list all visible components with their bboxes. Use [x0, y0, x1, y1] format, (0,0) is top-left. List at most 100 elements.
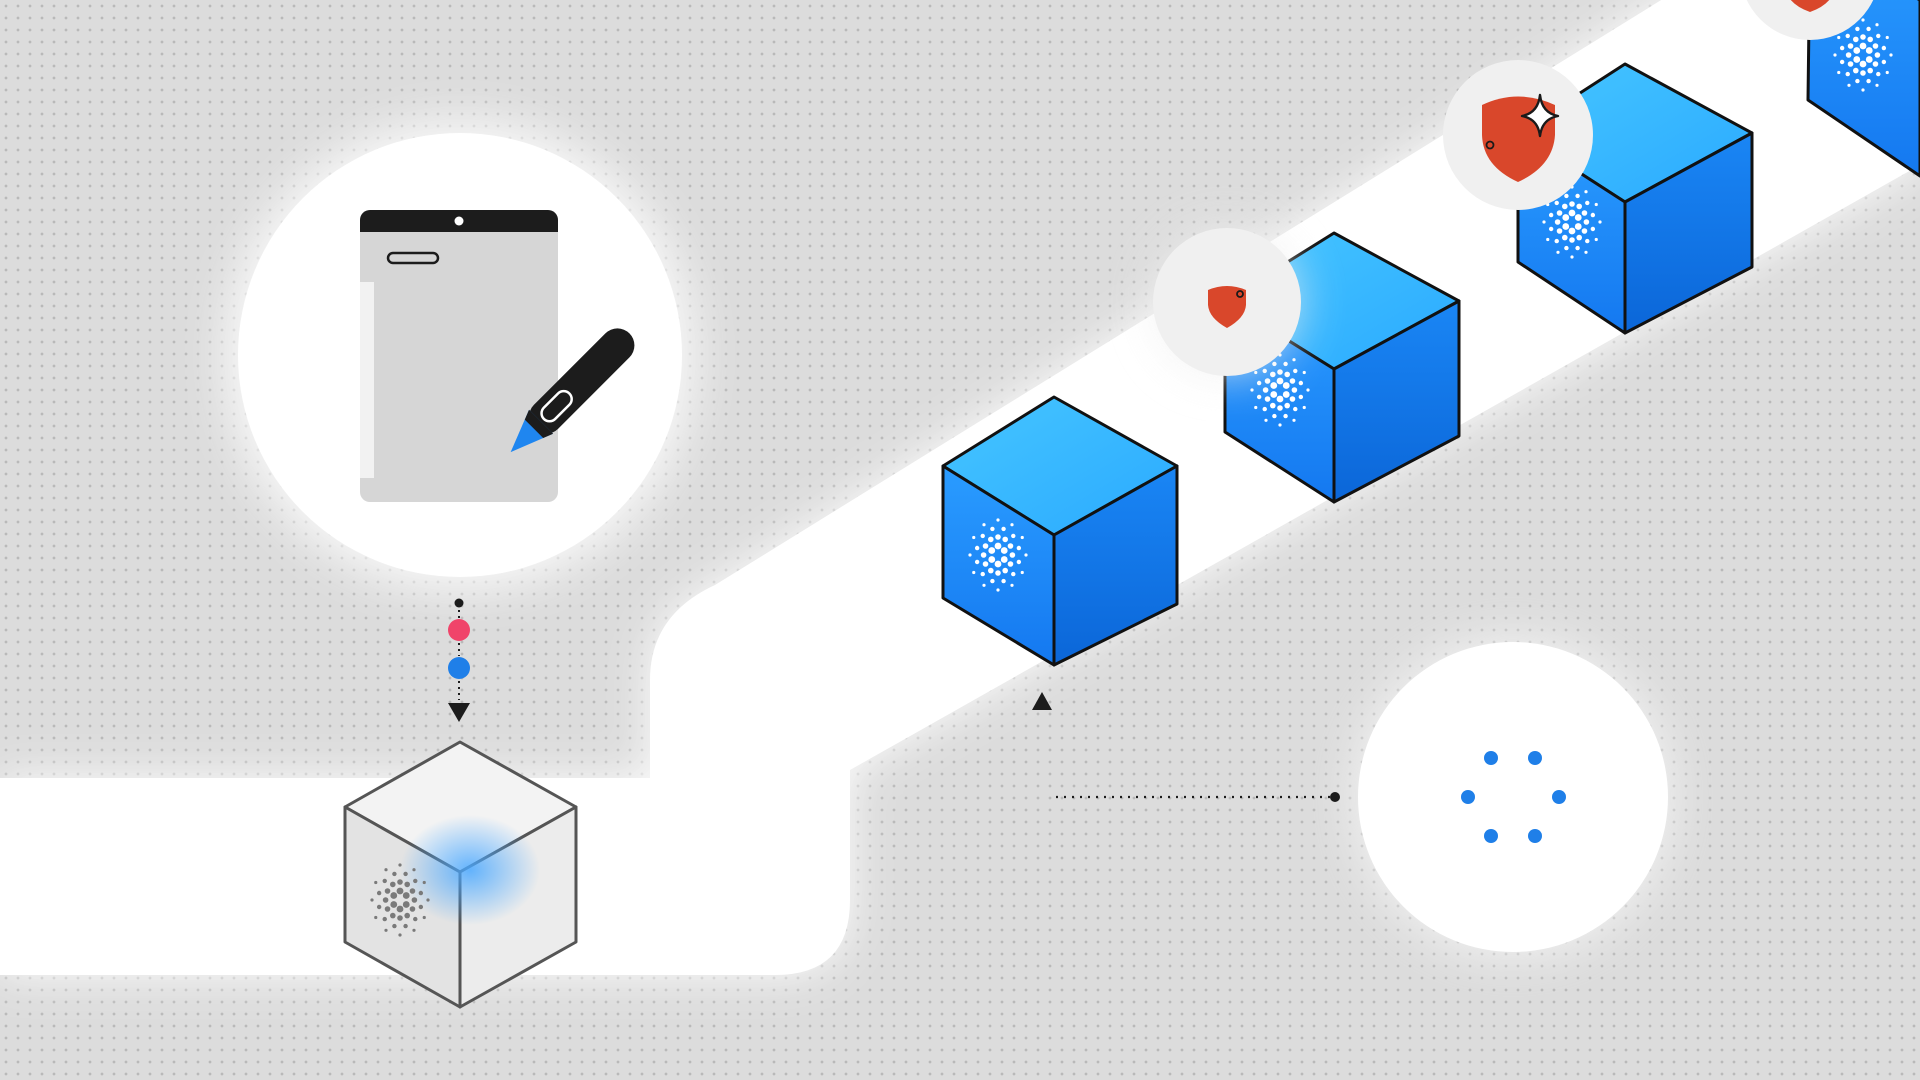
cardano-logo-icon	[968, 518, 1028, 592]
connector-tablet-to-cube	[448, 598, 470, 722]
cardano-logo-icon	[1542, 185, 1602, 259]
logo-dot	[422, 880, 426, 885]
logo-dot	[988, 567, 994, 574]
logo-dot	[988, 556, 996, 563]
logo-dot	[409, 888, 416, 894]
logo-dot	[1574, 214, 1582, 221]
logo-dot	[996, 518, 1000, 522]
logo-dot	[1262, 406, 1267, 412]
logo-dot	[974, 545, 980, 551]
logo-dot	[1277, 369, 1283, 375]
logo-dot	[1024, 553, 1028, 557]
logo-dot	[982, 561, 989, 567]
logo-dot	[1283, 361, 1288, 367]
logo-dot	[1554, 219, 1561, 225]
logo-dot	[980, 571, 985, 577]
logo-dot	[1020, 570, 1024, 575]
logo-dot	[1556, 250, 1560, 254]
logo-dot	[1554, 200, 1559, 206]
logo-dot	[1885, 35, 1889, 40]
logo-dot	[1264, 396, 1271, 402]
logo-dot	[1866, 26, 1871, 32]
logo-dot	[1270, 382, 1278, 389]
logo-dot	[1889, 53, 1893, 57]
logo-dot	[974, 559, 980, 565]
logo-dot	[1562, 203, 1568, 210]
logo-dot	[1256, 380, 1262, 386]
logo-dot	[1011, 571, 1016, 577]
logo-dot	[390, 901, 398, 908]
logo-dot	[1860, 34, 1866, 40]
logo-dot	[1885, 70, 1889, 75]
logo-dot	[1861, 88, 1865, 92]
logo-dot	[1839, 59, 1845, 65]
logo-dot	[1575, 193, 1580, 199]
logo-dot	[1010, 523, 1014, 527]
logo-dot	[412, 928, 416, 932]
logo-dot	[1000, 556, 1008, 563]
logo-dot	[1876, 71, 1881, 77]
logo-dot	[1302, 370, 1306, 375]
logo-dot	[382, 878, 387, 884]
connector-ring-to-cube	[1032, 692, 1340, 802]
tablet-icon	[360, 210, 558, 502]
logo-dot	[422, 915, 426, 920]
logo-dot	[1250, 388, 1254, 392]
logo-dot	[990, 578, 995, 584]
logo-dot	[1847, 43, 1854, 49]
logo-dot	[1292, 358, 1296, 362]
logo-dot	[1282, 391, 1290, 398]
logo-dot	[994, 560, 1002, 568]
logo-dot	[982, 583, 986, 587]
arrow-up-icon	[1032, 692, 1052, 710]
logo-dot	[1542, 220, 1546, 224]
logo-dot	[1576, 234, 1582, 241]
logo-dot	[1002, 536, 1008, 543]
logo-dot	[397, 915, 403, 921]
logo-dot	[384, 868, 388, 872]
logo-dot	[1598, 220, 1602, 224]
logo-dot	[1594, 237, 1598, 242]
logo-dot	[412, 868, 416, 872]
dot-ring-node	[1353, 637, 1673, 957]
logo-dot	[1292, 418, 1296, 422]
logo-dot	[1270, 371, 1276, 378]
logo-dot	[411, 897, 418, 903]
logo-dot	[1581, 210, 1588, 216]
logo-dot	[1585, 200, 1590, 206]
shield-badge-large	[1443, 60, 1593, 210]
logo-dot	[413, 916, 418, 922]
logo-dot	[1845, 71, 1850, 77]
logo-dot	[1860, 70, 1866, 76]
logo-dot	[1867, 67, 1873, 74]
logo-dot	[972, 535, 976, 540]
shield-icon	[1208, 286, 1246, 328]
logo-dot	[1293, 368, 1298, 374]
logo-dot	[972, 570, 976, 575]
logo-dot	[1010, 583, 1014, 587]
logo-dot	[392, 923, 397, 929]
stylus-icon	[510, 328, 635, 453]
logo-dot	[376, 890, 382, 896]
logo-dot	[988, 547, 996, 554]
logo-dot	[1859, 60, 1867, 68]
logo-dot	[1270, 391, 1278, 398]
logo-dot	[1839, 45, 1845, 51]
logo-dot	[1875, 83, 1879, 87]
pink-token	[448, 619, 470, 641]
logo-dot	[1594, 202, 1598, 207]
logo-dot	[994, 542, 1002, 550]
logo-dot	[1564, 245, 1569, 251]
logo-dot	[1581, 228, 1588, 234]
logo-dot	[1837, 70, 1841, 75]
logo-dot	[390, 892, 398, 899]
logo-dot	[1276, 377, 1284, 385]
logo-dot	[1575, 245, 1580, 251]
logo-dot	[1876, 33, 1881, 39]
logo-dot	[968, 553, 972, 557]
logo-dot	[1554, 238, 1559, 244]
logo-dot	[397, 879, 403, 885]
logo-dot	[374, 880, 378, 885]
logo-dot	[1302, 405, 1306, 410]
logo-dot	[1289, 378, 1296, 384]
